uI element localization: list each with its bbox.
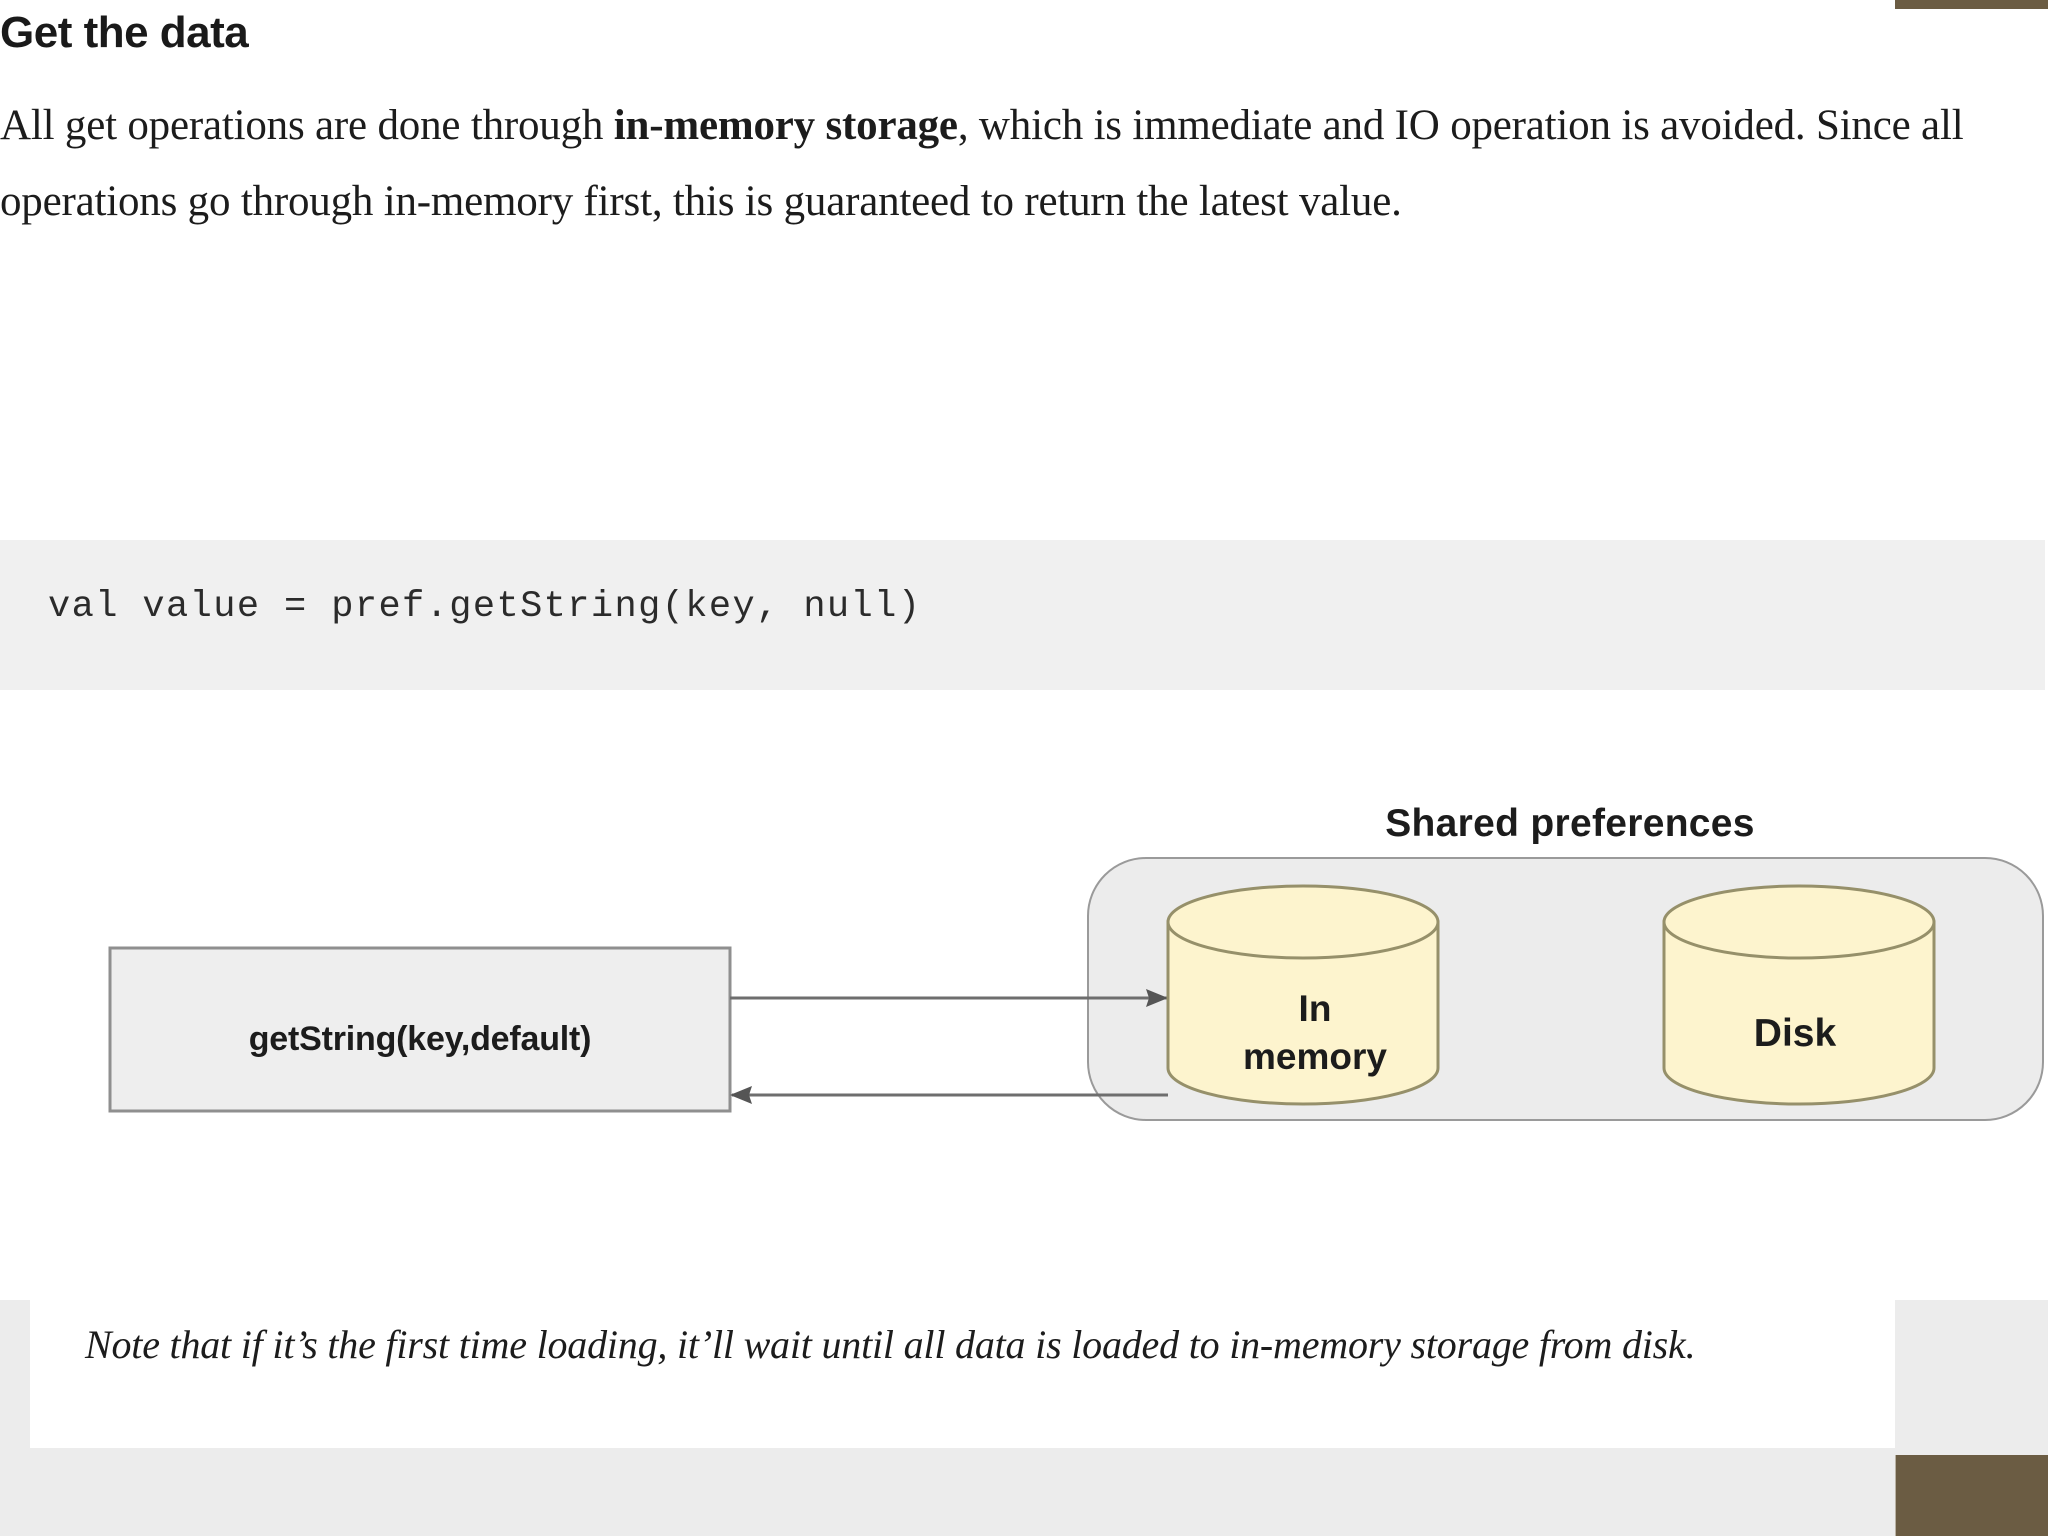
note-card	[30, 1300, 1895, 1448]
in-memory-cylinder	[1166, 884, 1440, 1106]
getstring-call-box	[108, 946, 732, 1113]
shared-preferences-title: Shared preferences	[1385, 802, 1755, 845]
code-block-text: val value = pref.getString(key, null)	[48, 586, 922, 628]
disk-cylinder	[1662, 884, 1936, 1106]
note-text: Note that if it’s the first time loading…	[85, 1322, 1696, 1367]
paragraph-part-1: All get operations are done through	[0, 102, 614, 149]
page-title: Get the data	[0, 8, 249, 57]
architecture-diagram	[0, 690, 2048, 1310]
body-paragraph: All get operations are done through in-m…	[0, 88, 2045, 240]
code-block: val value = pref.getString(key, null)	[0, 540, 2045, 690]
edge-accent-top	[1895, 0, 2048, 9]
response-arrow	[730, 1086, 1168, 1104]
in-memory-label-line2: memory	[1243, 1036, 1387, 1077]
paragraph-part-2: , which is immediate and IO operation is…	[0, 102, 1964, 225]
paragraph-emphasis: in-memory storage	[613, 102, 958, 149]
getstring-box-label: getString(key,default)	[248, 1020, 592, 1058]
request-arrow	[730, 989, 1168, 1007]
in-memory-label-line1: In	[1298, 988, 1332, 1029]
edge-accent-bottom	[1895, 1455, 2048, 1536]
disk-label: Disk	[1753, 1012, 1837, 1055]
in-memory-label: In memory	[1190, 985, 1440, 1081]
diagram-canvas	[108, 857, 2044, 1121]
